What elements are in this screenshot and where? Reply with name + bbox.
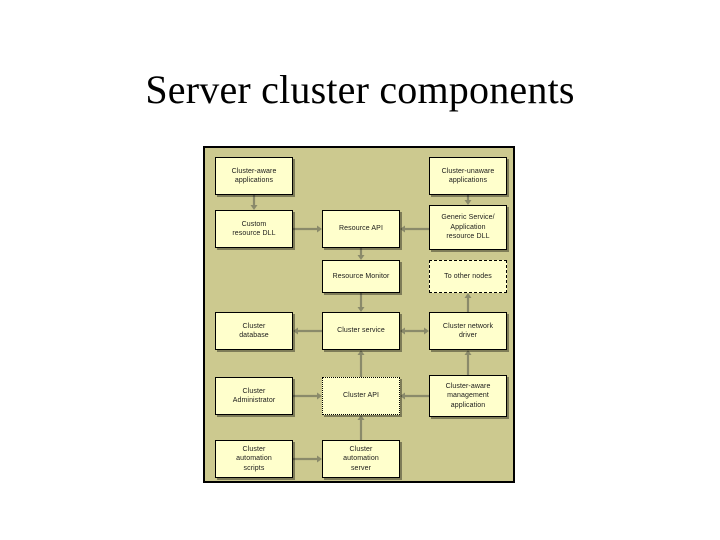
arrow-cluster-network-driver-to-other-nodes	[460, 285, 476, 320]
arrow-cluster-unaware-applications-to-generic-dll	[460, 187, 476, 213]
node-custom-resource-dll: Custom resource DLL	[215, 210, 293, 248]
node-label: To other nodes	[444, 272, 492, 280]
arrow-resource-monitor-to-cluster-service	[353, 285, 369, 320]
node-cluster-aware-applications: Cluster-aware applications	[215, 157, 293, 195]
page-title: Server cluster components	[145, 67, 575, 112]
node-label: Cluster-aware applications	[231, 167, 277, 185]
node-label: Custom resource DLL	[232, 220, 276, 238]
arrow-resource-api-to-resource-monitor	[353, 240, 369, 268]
server-cluster-components-diagram: Cluster-aware applications Cluster-unawar…	[203, 146, 515, 483]
node-label: Cluster API	[342, 392, 380, 400]
arrow-cluster-administrator-to-cluster-api	[285, 388, 330, 404]
arrow-generic-dll-to-resource-api	[392, 221, 437, 237]
node-resource-api: Resource API	[322, 210, 400, 248]
node-cluster-automation-scripts: Cluster automation scripts	[215, 440, 293, 478]
node-label: Cluster-unaware applications	[441, 167, 495, 185]
arrow-cluster-api-to-cluster-service	[353, 342, 369, 385]
arrow-cluster-service-to-cluster-database	[285, 323, 330, 339]
node-generic-service-application-resource-dll: Generic Service/ Application resource DL…	[429, 205, 507, 250]
node-label: Cluster automation server	[343, 445, 379, 472]
arrow-custom-resource-dll-to-resource-api	[285, 221, 330, 237]
node-label: Resource API	[339, 225, 383, 233]
node-cluster-service: Cluster service	[322, 312, 400, 350]
arrow-cluster-automation-server-to-cluster-api	[353, 407, 369, 448]
node-cluster-network-driver: Cluster network driver	[429, 312, 507, 350]
node-cluster-database: Cluster database	[215, 312, 293, 350]
node-cluster-unaware-applications: Cluster-unaware applications	[429, 157, 507, 195]
node-label: Cluster service	[337, 327, 385, 335]
node-label: Resource Monitor	[332, 272, 390, 280]
node-label: Cluster Administrator	[232, 387, 276, 405]
arrow-cluster-service-to-cluster-network-driver	[392, 323, 437, 339]
node-label: Cluster network driver	[442, 322, 494, 340]
arrow-management-application-to-cluster-network-driver	[460, 342, 476, 383]
node-label: Generic Service/ Application resource DL…	[441, 214, 495, 241]
node-cluster-aware-management-application: Cluster-aware management application	[429, 375, 507, 417]
node-label: Cluster database	[239, 322, 269, 340]
arrow-cluster-automation-scripts-to-server	[285, 451, 330, 467]
node-label: Cluster automation scripts	[236, 445, 272, 472]
node-to-other-nodes: To other nodes	[429, 260, 507, 293]
node-cluster-administrator: Cluster Administrator	[215, 377, 293, 415]
arrow-cluster-aware-applications-to-custom-resource-dll	[246, 187, 262, 218]
node-resource-monitor: Resource Monitor	[322, 260, 400, 293]
node-cluster-api: Cluster API	[322, 377, 400, 415]
node-cluster-automation-server: Cluster automation server	[322, 440, 400, 478]
node-label: Cluster-aware management application	[445, 382, 491, 409]
arrow-management-application-to-cluster-api	[392, 388, 437, 404]
